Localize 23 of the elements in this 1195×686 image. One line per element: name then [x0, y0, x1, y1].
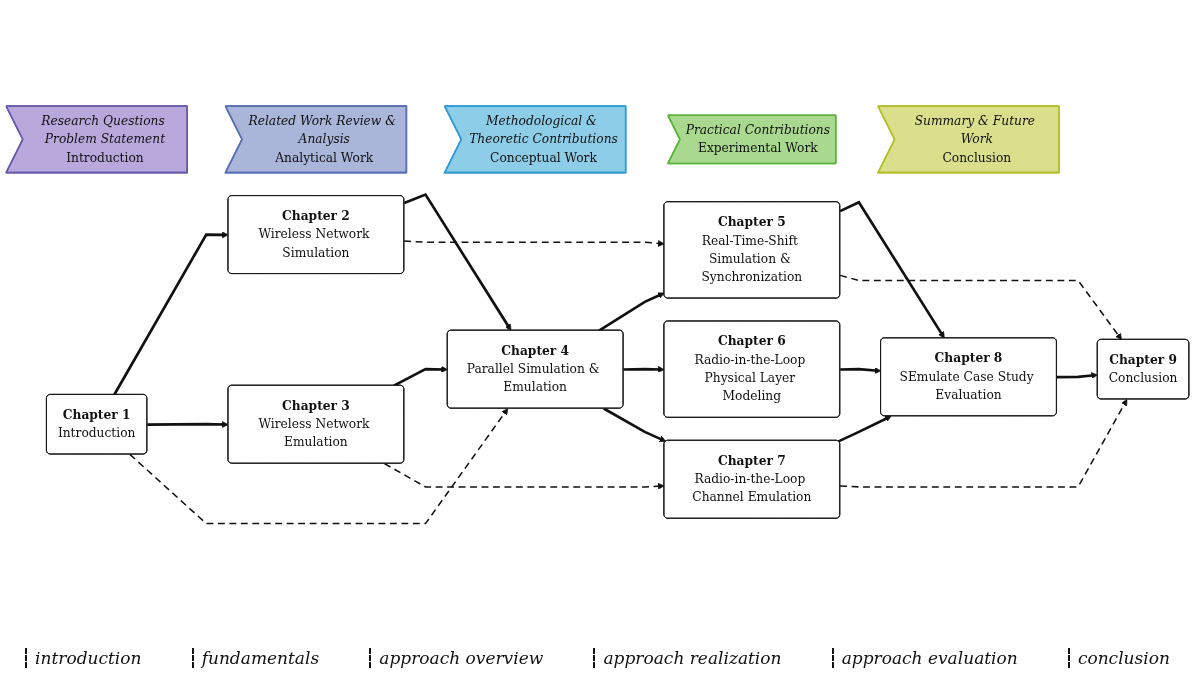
- arrow: [839, 399, 1128, 488]
- arrow: [840, 367, 882, 374]
- section-label: approach overview: [369, 648, 544, 668]
- section-label: approach realization: [593, 648, 782, 668]
- section-label: approach evaluation: [831, 648, 1018, 668]
- arrow: [393, 366, 448, 387]
- section-label: conclusion: [1067, 648, 1170, 668]
- arrow: [623, 366, 665, 373]
- arrow: [598, 292, 665, 332]
- arrow: [129, 408, 509, 525]
- arrow: [838, 415, 892, 443]
- arrow: [839, 274, 1122, 341]
- arrow: [403, 240, 665, 247]
- arrow: [603, 407, 667, 443]
- arrow: [383, 462, 665, 490]
- arrow: [113, 231, 229, 396]
- section-label: fundamentals: [191, 648, 320, 668]
- arrow: [1056, 372, 1098, 379]
- arrow: [403, 193, 512, 331]
- arrow: [147, 421, 229, 428]
- flowchart: Research Questions Problem Statement Introduction Related Work Review & Analysis Analytical Work Methodological & Theoretic Contributions Conceptual Work Practical Contributions Experimental Work Summary & Future Work Conclusion Chapter 1 Introduction Chapter 2 Wireless Network Simulation Chapter 3 Wireless Network Emulation Chapter 4 Parallel Simulation & Emulation Chapter 5 Real-Time-Shift Simulation & Synchronization Chapter 6 Radio-in-the-Loop Physical Layer Modeling Chapter 7 Radio-in-the-Loop Channel Emulation Chapter 8 SEmulate Case Study Evaluation Chapter 9 Conclusion: [0, 100, 1195, 530]
- arrow: [839, 200, 945, 339]
- section-label: introduction: [25, 648, 142, 668]
